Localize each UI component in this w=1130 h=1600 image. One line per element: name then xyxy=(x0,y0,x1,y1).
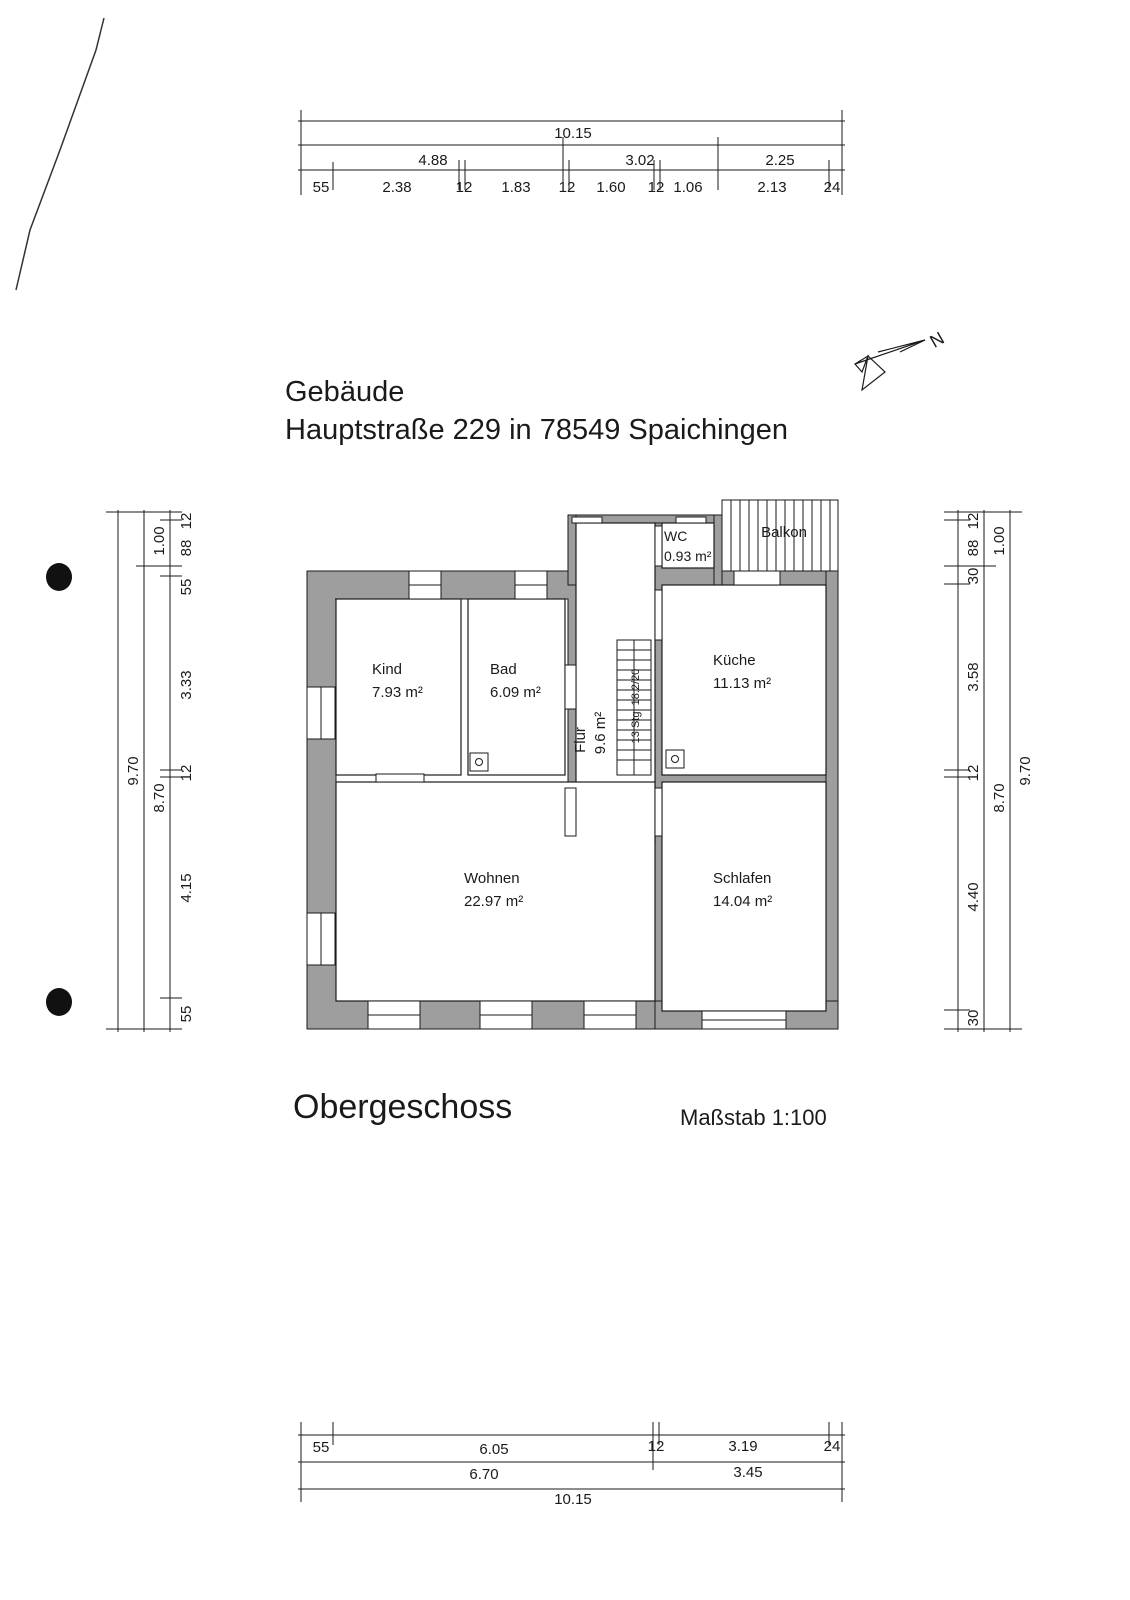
dim-top-row3-3: 12 xyxy=(456,179,473,196)
dim-left-row2-1: 1.00 xyxy=(151,526,168,555)
door-kueche xyxy=(654,589,663,641)
room-kind xyxy=(335,598,462,776)
dim-left-total: 9.70 xyxy=(125,756,142,785)
dim-top-row2-2: 3.02 xyxy=(625,152,654,169)
dim-bottom-row1-4: 3.19 xyxy=(728,1438,757,1455)
dim-top-row3-1: 55 xyxy=(313,179,330,196)
room-flur-area: 9.6 m² xyxy=(592,712,609,755)
dim-top-row3-4: 1.83 xyxy=(501,179,530,196)
stairs xyxy=(616,639,652,776)
window-kueche-north xyxy=(733,570,781,586)
dim-right-row1-7: 30 xyxy=(965,1010,982,1027)
dim-right-row1-1: 12 xyxy=(965,513,982,530)
scale-label: Maßstab 1:100 xyxy=(680,1105,827,1130)
balcony-label: Balkon xyxy=(761,524,807,541)
dim-right-row1-3: 30 xyxy=(965,568,982,585)
room-bad xyxy=(467,598,566,776)
dim-left-row3-6: 4.15 xyxy=(178,873,195,902)
room-bad-name: Bad xyxy=(490,661,517,678)
room-kueche-area: 11.13 m² xyxy=(713,675,771,692)
window-wc-north xyxy=(675,516,707,524)
doors xyxy=(375,525,663,837)
room-flur-name: Flur xyxy=(572,727,589,753)
dim-right-row1-6: 4.40 xyxy=(965,882,982,911)
door-wc xyxy=(654,525,663,567)
dim-right-total: 9.70 xyxy=(1017,756,1034,785)
title-address: Hauptstraße 229 in 78549 Spaichingen xyxy=(285,414,789,446)
room-kueche xyxy=(661,584,827,776)
room-wc-area: 0.93 m² xyxy=(664,548,712,564)
room-wohnen-name: Wohnen xyxy=(464,870,520,887)
dim-left-row3-1: 12 xyxy=(178,513,195,530)
dim-top-row3-10: 24 xyxy=(824,179,841,196)
north-label: N xyxy=(926,328,947,352)
window-flur-north xyxy=(571,516,603,524)
dim-bottom-row1-2: 6.05 xyxy=(479,1441,508,1458)
dim-right-row1-5: 12 xyxy=(965,765,982,782)
dimension-chain-left xyxy=(106,510,182,1032)
dim-bottom-row2-1: 6.70 xyxy=(469,1466,498,1483)
dim-top-row3-6: 1.60 xyxy=(596,179,625,196)
dim-left-row3-5: 12 xyxy=(178,765,195,782)
dim-right-row1-4: 3.58 xyxy=(965,662,982,691)
north-arrow-icon xyxy=(854,339,926,392)
dim-bottom-total: 10.15 xyxy=(554,1491,592,1508)
dim-bottom-row1-3: 12 xyxy=(648,1438,665,1455)
dim-right-row1-2: 88 xyxy=(965,540,982,557)
punch-hole-top xyxy=(46,563,72,591)
scan-edge xyxy=(15,17,105,291)
dimension-chain-top xyxy=(298,110,845,195)
dim-top-row3-8: 1.06 xyxy=(673,179,702,196)
dim-top-row2-1: 4.88 xyxy=(418,152,447,169)
dimension-chain-right xyxy=(944,510,1022,1032)
door-wohnen xyxy=(564,787,577,837)
dim-top-total: 10.15 xyxy=(554,125,592,142)
door-kind xyxy=(375,773,425,783)
room-kind-area: 7.93 m² xyxy=(372,684,423,701)
dimension-chain-bottom xyxy=(298,1422,845,1502)
dim-top-row3-9: 2.13 xyxy=(757,179,786,196)
dim-top-row3-5: 12 xyxy=(559,179,576,196)
floor-label: Obergeschoss xyxy=(293,1088,513,1126)
room-wc-name: WC xyxy=(664,528,687,544)
dim-top-row3-2: 2.38 xyxy=(382,179,411,196)
dim-left-row3-4: 3.33 xyxy=(178,670,195,699)
dim-left-row3-7: 55 xyxy=(178,1006,195,1023)
room-kueche-name: Küche xyxy=(713,652,756,669)
dim-left-row3-2: 88 xyxy=(178,540,195,557)
dim-top-row2-3: 2.25 xyxy=(765,152,794,169)
room-wohnen xyxy=(335,781,656,1002)
dim-top-row3-7: 12 xyxy=(648,179,665,196)
dim-right-row2-2: 8.70 xyxy=(991,783,1008,812)
dim-bottom-row1-1: 55 xyxy=(313,1439,330,1456)
punch-hole-bottom xyxy=(46,988,72,1016)
room-kind-name: Kind xyxy=(372,661,402,678)
room-bad-area: 6.09 m² xyxy=(490,684,541,701)
balcony xyxy=(721,499,839,572)
room-schlafen xyxy=(661,781,827,1012)
window-inner-lines xyxy=(320,584,786,1021)
room-wc xyxy=(661,522,715,569)
room-schlafen-name: Schlafen xyxy=(713,870,771,887)
door-schlafen xyxy=(654,787,663,837)
dim-right-row2-1: 1.00 xyxy=(991,526,1008,555)
title-building: Gebäude xyxy=(285,376,405,408)
dim-left-row2-2: 8.70 xyxy=(151,783,168,812)
dim-bottom-row1-5: 24 xyxy=(824,1438,841,1455)
shafts xyxy=(469,749,685,772)
dim-left-row3-3: 55 xyxy=(178,579,195,596)
door-bad xyxy=(564,664,577,710)
room-schlafen-area: 14.04 m² xyxy=(713,893,772,910)
stairs-label: 13 Stg. 18.2/20 xyxy=(630,669,642,744)
room-wohnen-area: 22.97 m² xyxy=(464,893,523,910)
dim-bottom-row2-2: 3.45 xyxy=(733,1464,762,1481)
